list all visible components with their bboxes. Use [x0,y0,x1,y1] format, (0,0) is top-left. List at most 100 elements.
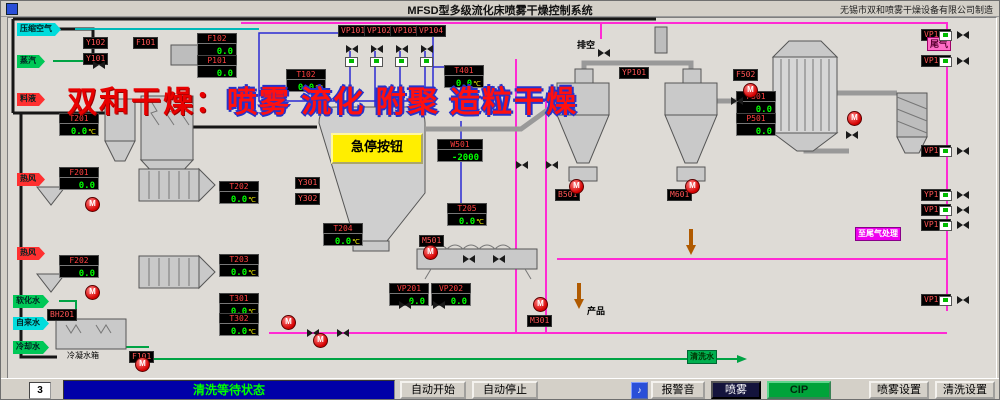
control-button[interactable]: 自动停止 [472,381,538,399]
valve-icon[interactable] [463,255,475,263]
gauge-value: 0.0 [197,65,237,79]
valve-indicator [420,57,433,67]
valve-icon[interactable] [433,301,445,309]
instrument-tag: Y302 [295,193,321,205]
valve-icon[interactable] [493,255,505,263]
gauge-display: T205 0.0℃ [447,203,487,227]
valve-icon[interactable] [371,45,383,53]
pump-icon[interactable]: M [85,197,100,212]
pump-icon[interactable]: M [685,179,700,194]
gauge-value: 0.0℃ [323,233,363,247]
gauge-tag: T205 [447,203,487,213]
gauge-tag: F102 [197,33,237,43]
pump-icon[interactable]: M [135,357,150,372]
gauge-tag: T102 [286,69,326,79]
valve-indicator [939,191,952,201]
gauge-value: 0.0℃ [219,264,259,278]
valve-indicator [345,57,358,67]
pump-icon[interactable]: M [85,285,100,300]
gauge-display: T102 0.0℃ [286,69,326,93]
valve-indicator [939,147,952,157]
control-button[interactable]: CIP [767,381,831,399]
valve-indicator [395,57,408,67]
gauge-display: T203 0.0℃ [219,254,259,278]
gauge-value: 0.0℃ [447,213,487,227]
pipe-label: 排空 [577,40,596,50]
valve-icon[interactable] [346,45,358,53]
valve-icon[interactable] [957,31,969,39]
valve-icon[interactable] [516,161,528,169]
instrument-tag: Y301 [295,177,321,189]
valve-icon[interactable] [546,161,558,169]
gauge-display: T201 0.0℃ [59,113,99,137]
pump-icon[interactable]: M [743,83,758,98]
valve-icon[interactable] [396,45,408,53]
valve-icon[interactable] [421,45,433,53]
instrument-tag: VP104 [416,25,447,37]
valve-icon[interactable] [399,301,411,309]
gauge-display: W501 -2000 [437,139,483,163]
gauge-display: F102 0.0 [197,33,237,57]
gauge-display: T401 0.0℃ [444,65,484,89]
valve-icon[interactable] [846,131,858,139]
gauge-tag: T204 [323,223,363,233]
pipe-label: 产品 [587,306,606,316]
valve-icon[interactable] [598,49,610,57]
gauge-value: 0.0 [736,123,776,137]
valve-icon[interactable] [957,296,969,304]
pipe-label: 清洗水 [687,350,717,364]
gauge-value: 0.0℃ [219,191,259,205]
gauge-tag: VP201 [389,283,429,293]
valve-icon[interactable] [957,57,969,65]
gauge-value: 0.0℃ [286,79,326,93]
gauge-tag: T201 [59,113,99,123]
valve-icon[interactable] [957,221,969,229]
valve-icon[interactable] [93,61,105,69]
control-button[interactable]: 自动开始 [400,381,466,399]
control-button[interactable]: 喷雾 [711,381,761,399]
feed-line-label: 料液 [17,93,45,106]
gauge-value: 0.0℃ [59,123,99,137]
gauge-tag: T301 [219,293,259,303]
gauge-tag: F202 [59,255,99,265]
valve-icon[interactable] [957,191,969,199]
window-icon [6,3,18,15]
gauge-tag: W501 [437,139,483,149]
valve-indicator [939,206,952,216]
page-number-box[interactable]: 3 [29,382,51,399]
valve-indicator [939,31,952,41]
control-button[interactable]: 清洗设置 [935,381,995,399]
valve-icon[interactable] [957,206,969,214]
alarm-sound-icon[interactable]: ♪ [631,382,648,399]
valve-indicator [370,57,383,67]
control-button[interactable]: 喷雾设置 [869,381,929,399]
pump-icon[interactable]: M [313,333,328,348]
control-button[interactable]: 报警音 [651,381,705,399]
gauge-tag: T202 [219,181,259,191]
gauge-tag: P101 [197,55,237,65]
pump-icon[interactable]: M [847,111,862,126]
gauge-display: T302 0.0℃ [219,313,259,337]
gauge-tag: VP202 [431,283,471,293]
feed-line-label: 蒸汽 [17,55,45,68]
gauge-tag: F201 [59,167,99,177]
gauge-value: 0.0℃ [444,75,484,89]
pump-icon[interactable]: M [533,297,548,312]
instrument-tag: F101 [133,37,159,49]
gauge-value: -2000 [437,149,483,163]
valve-icon[interactable] [337,329,349,337]
valve-indicator [939,296,952,306]
gauge-value: 0.0 [59,265,99,279]
pump-icon[interactable]: M [281,315,296,330]
status-bar: 清洗等待状态 [63,380,395,399]
emergency-stop-button[interactable]: 急停按钮 [331,133,423,164]
gauge-tag: T302 [219,313,259,323]
gauge-display: F202 0.0 [59,255,99,279]
valve-icon[interactable] [731,97,743,105]
diagram-panel [7,17,997,379]
feed-line-label: 自来水 [13,317,49,330]
valve-icon[interactable] [957,147,969,155]
pump-icon[interactable]: M [569,179,584,194]
pump-icon[interactable]: M [423,245,438,260]
